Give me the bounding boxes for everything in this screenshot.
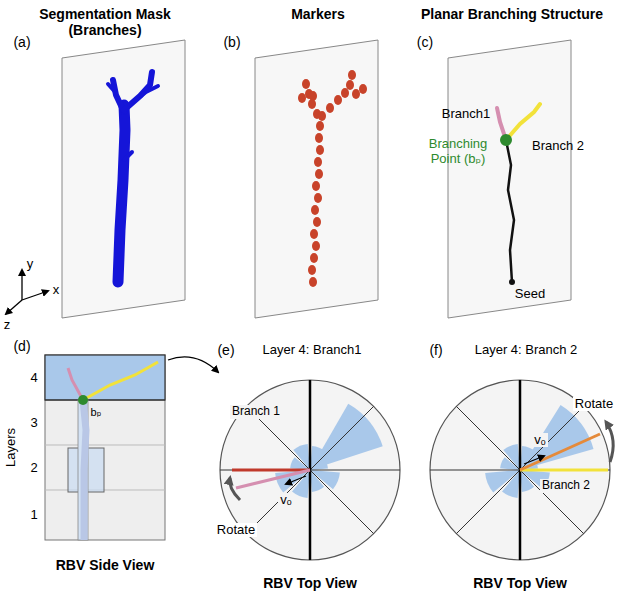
stroke	[232, 469, 310, 472]
layer-number: 3	[30, 416, 37, 431]
marker-dot	[309, 277, 317, 287]
column-heading: Planar Branching Structure	[421, 6, 603, 22]
view-caption: RBV Side View	[56, 557, 155, 573]
marker-dot	[359, 84, 367, 94]
stroke	[520, 469, 608, 472]
marker-dot	[352, 89, 360, 99]
occupancy-wedge	[310, 458, 328, 470]
marker-dot	[316, 145, 324, 155]
segmentation-mask	[108, 72, 158, 282]
occupancy-wedge	[310, 470, 324, 492]
marker-dot	[313, 217, 321, 227]
branch-label: Branch 2	[532, 139, 584, 154]
vector-label: vₒ	[532, 433, 547, 448]
vector-label: vₒ	[278, 493, 293, 508]
stroke	[236, 470, 310, 488]
axis-title: Layers	[5, 427, 20, 466]
marker-dot	[312, 181, 320, 191]
view-heading: Layer 4: Branch 2	[475, 343, 578, 358]
panel-label: (e)	[217, 342, 234, 358]
column-heading: Markers	[291, 6, 345, 22]
occupancy-wedge	[503, 444, 520, 470]
occupancy-wedge	[485, 470, 520, 492]
marker-dot	[341, 88, 349, 98]
marker-dot	[348, 70, 356, 80]
marker-dot	[298, 93, 306, 103]
axis-label: x	[53, 283, 60, 298]
image-plane	[62, 40, 571, 318]
panel-label: (c)	[417, 34, 433, 50]
marker-dot	[310, 229, 318, 239]
marker-dot	[311, 205, 319, 215]
stroke	[606, 422, 613, 462]
marker-dot	[312, 241, 320, 251]
column-heading: Segmentation Mask (Branches)	[35, 6, 175, 38]
occupancy-wedge	[310, 404, 383, 470]
rotate-label: Rotate	[573, 397, 615, 412]
panel-label: (f)	[429, 342, 442, 358]
marker-dot	[346, 80, 354, 90]
rbv-side-view	[45, 355, 218, 540]
branch-label: Branch 2	[540, 479, 592, 493]
rbv-top-view	[220, 380, 613, 560]
occupancy-wedge	[293, 444, 310, 470]
marker-dot	[308, 265, 316, 275]
layer-number: 2	[30, 461, 37, 476]
branching-structure	[497, 104, 540, 285]
branch-label: Branch1	[442, 107, 490, 122]
rotate-label: Rotate	[215, 523, 257, 538]
panel-label: (a)	[13, 34, 30, 50]
panel-label: (d)	[13, 338, 30, 354]
marker-dot	[310, 253, 318, 263]
occupancy-wedge	[520, 405, 594, 470]
marker-dot	[326, 103, 334, 113]
marker-dot	[334, 95, 342, 105]
axis-label: z	[4, 318, 11, 333]
point-label: bₚ	[89, 406, 104, 419]
view-heading: Layer 4: Branch1	[262, 343, 361, 358]
layer-number: 1	[30, 508, 37, 523]
view-caption: RBV Top View	[473, 575, 567, 591]
panel-label: (b)	[223, 34, 240, 50]
marker-dot	[316, 121, 324, 131]
marker-dot	[318, 111, 326, 121]
stroke	[524, 456, 544, 464]
branching-point-label: Branching Point (bₚ)	[418, 137, 498, 167]
marker-dot	[314, 193, 322, 203]
marker-dot	[314, 157, 322, 167]
occupancy-wedge	[520, 470, 534, 492]
marker-dot	[302, 79, 310, 89]
layer-number: 4	[30, 371, 37, 386]
seed-label: Seed	[515, 287, 545, 302]
stroke	[286, 476, 306, 484]
marker-dots	[298, 70, 367, 287]
marker-dot	[309, 91, 317, 101]
marker-dot	[315, 133, 323, 143]
stroke	[230, 478, 240, 500]
axis-label: y	[27, 257, 34, 272]
marker-dot	[315, 169, 323, 179]
axis-arrows	[6, 270, 48, 314]
view-caption: RBV Top View	[263, 575, 357, 591]
branch-label: Branch 1	[230, 405, 282, 419]
